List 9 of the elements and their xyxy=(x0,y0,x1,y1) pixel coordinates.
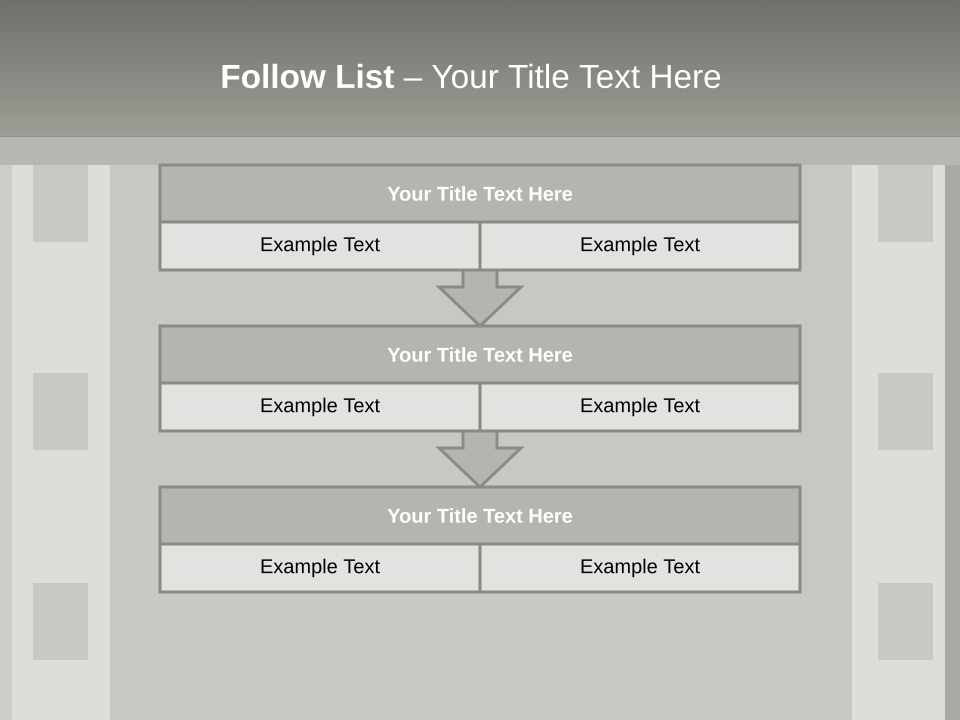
text-cell: Example Text xyxy=(478,220,802,272)
text-cell: Example Text xyxy=(478,542,802,594)
block-arrow xyxy=(435,430,525,490)
text-cell: Example Text xyxy=(158,542,482,594)
text-cell: Example Text xyxy=(158,382,482,432)
text-cell: Example Text xyxy=(158,220,482,272)
text-cell: Example Text xyxy=(478,382,802,432)
block-arrow xyxy=(435,268,525,328)
slide-title: Follow List – Your Title Text Here xyxy=(222,64,720,88)
